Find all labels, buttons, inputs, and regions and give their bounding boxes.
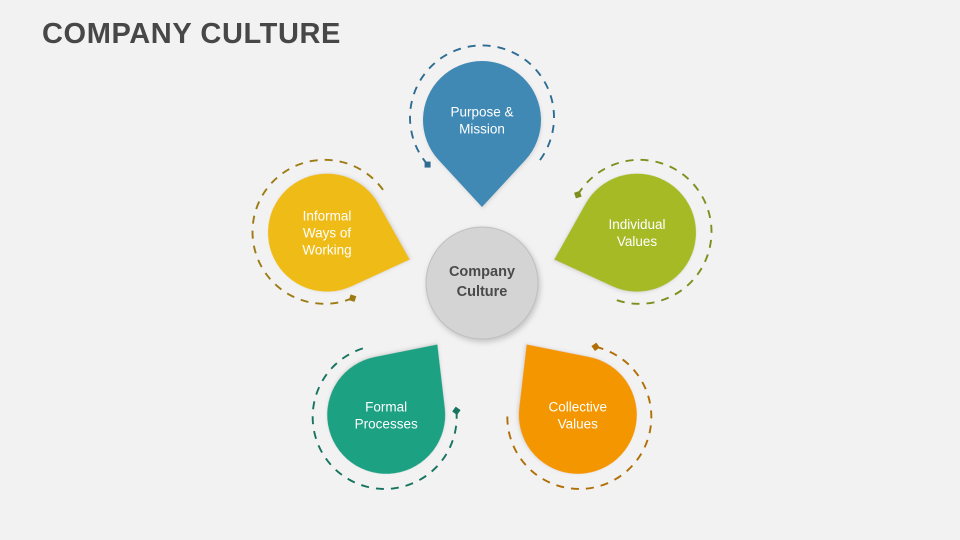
page-title: COMPANY CULTURE <box>42 18 341 50</box>
dash-endpoint-marker-collective-values <box>591 342 600 352</box>
petal-collective-values[interactable] <box>468 302 679 517</box>
hub-label-line1: Company <box>449 264 515 280</box>
petal-label-line-2: Values <box>617 234 658 249</box>
petal-label-line-1: Informal <box>303 209 352 224</box>
petal-shape-individual-values[interactable] <box>536 158 711 315</box>
petal-dashed-outline-individual-values <box>577 158 713 305</box>
petal-label-purpose-mission: Purpose & Mission <box>450 105 513 137</box>
petal-label-line-2: Processes <box>355 416 418 431</box>
petal-label-line-1: Collective <box>549 399 608 414</box>
petal-label-line-2: Values <box>558 416 599 431</box>
petal-purpose-mission[interactable] <box>409 44 555 207</box>
petal-formal-processes[interactable] <box>284 302 495 517</box>
petal-shape-formal-processes[interactable] <box>304 310 485 497</box>
petal-label-line-2: Ways of <box>303 226 352 241</box>
petal-shape-purpose-mission[interactable] <box>423 60 541 207</box>
dash-endpoint-marker-individual-values <box>574 190 582 199</box>
hub-circle[interactable] <box>425 226 539 340</box>
petal-dashed-outline-informal-ways-of-working <box>251 158 387 305</box>
petal-shape-informal-ways-of-working[interactable] <box>253 158 428 315</box>
petal-layer: Purpose &MissionIndividualValuesCollecti… <box>234 44 730 517</box>
petal-dashed-outline-purpose-mission <box>409 44 555 166</box>
dash-endpoint-marker-purpose-mission <box>424 161 431 168</box>
petal-informal-ways-of-working[interactable] <box>234 141 432 328</box>
petal-dashed-outline-formal-processes <box>311 345 458 490</box>
petal-dashed-outline-collective-values <box>506 345 653 490</box>
petal-shape-collective-values[interactable] <box>479 310 660 497</box>
petal-label-line-3: Working <box>302 243 351 258</box>
petal-label-line-1: Purpose & <box>450 105 513 120</box>
petal-label-line-2: Mission <box>459 122 505 137</box>
hub-label-line2: Culture <box>457 284 508 300</box>
petal-label-line-1: Formal <box>365 399 407 414</box>
dash-endpoint-marker-formal-processes <box>452 406 461 415</box>
center-hub[interactable]: Company Culture <box>425 226 539 340</box>
dash-endpoint-marker-informal-ways-of-working <box>348 294 357 302</box>
petal-individual-values[interactable] <box>532 141 730 328</box>
petal-label-line-1: Individual <box>608 217 665 232</box>
